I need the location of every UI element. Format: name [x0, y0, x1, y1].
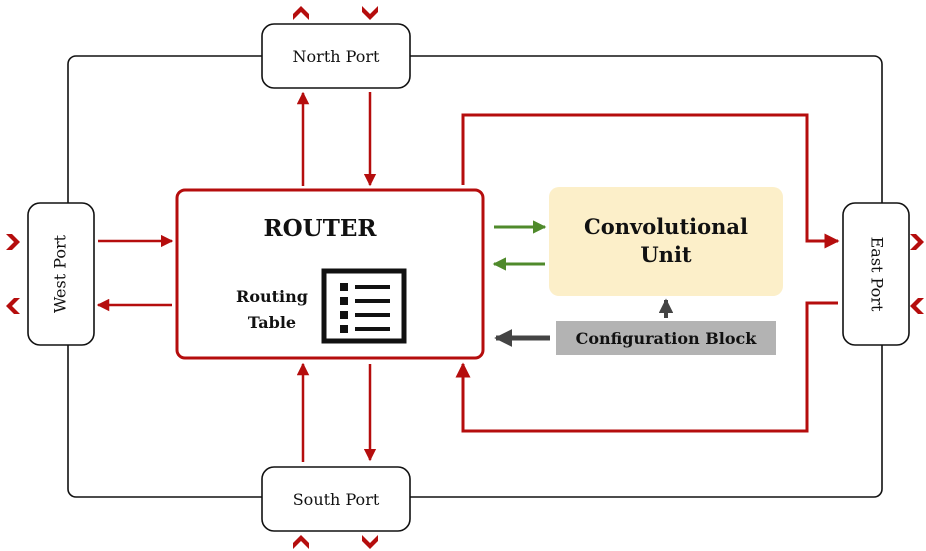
east-port: East Port: [842, 202, 910, 346]
west-in-chevron-icon: [6, 234, 20, 250]
west-port: West Port: [27, 202, 95, 346]
south-in-chevron-icon: [362, 535, 378, 549]
routing-table-label-line1: Routing: [236, 287, 308, 306]
east-port-label: East Port: [868, 237, 887, 312]
conv-unit-line1: Convolutional: [584, 214, 748, 239]
north-in-chevron-icon: [362, 6, 378, 20]
east-in-chevron-icon: [910, 298, 924, 314]
south-port-label: South Port: [293, 490, 380, 509]
convolutional-unit: Convolutional Unit: [549, 187, 783, 296]
south-port: South Port: [261, 466, 411, 532]
south-out-chevron-icon: [293, 535, 309, 549]
west-port-label: West Port: [51, 234, 70, 313]
north-out-chevron-icon: [293, 6, 309, 20]
list-icon: [321, 268, 407, 344]
west-out-chevron-icon: [6, 298, 20, 314]
configuration-block: Configuration Block: [556, 321, 776, 355]
east-out-chevron-icon: [910, 234, 924, 250]
config-block-label: Configuration Block: [576, 329, 758, 348]
routing-table-label-line2: Table: [248, 313, 296, 332]
router-block: ROUTER Routing Table: [175, 188, 485, 360]
conv-unit-line2: Unit: [640, 242, 692, 267]
router-to-east-path: [461, 113, 840, 249]
north-port: North Port: [261, 23, 411, 89]
east-to-router-path: [455, 301, 838, 433]
router-title: ROUTER: [264, 215, 378, 242]
north-port-label: North Port: [293, 47, 381, 66]
